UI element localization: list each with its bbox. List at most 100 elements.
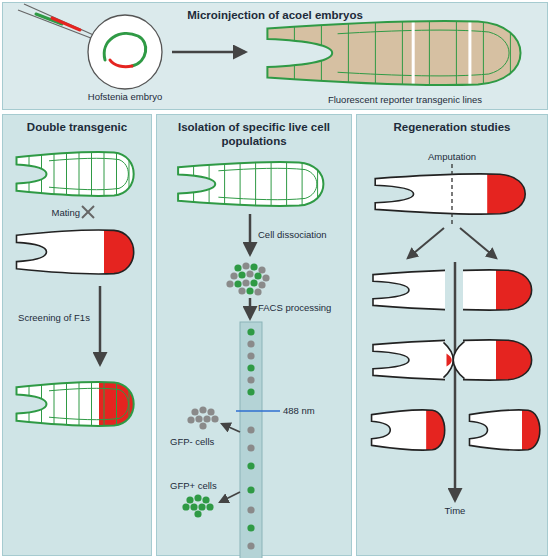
regenerated-worm bbox=[372, 406, 452, 454]
double-worm bbox=[17, 378, 145, 431]
cell bbox=[247, 340, 254, 347]
annotation-label: 488 nm bbox=[283, 405, 343, 416]
annotation-label: Screening of F1s bbox=[18, 312, 90, 323]
transgenic-worm bbox=[267, 15, 520, 92]
cell bbox=[206, 503, 213, 510]
flow-column bbox=[240, 322, 262, 558]
sort-arrow bbox=[222, 424, 240, 432]
cell bbox=[182, 503, 189, 510]
annotation-label: Fluorescent reporter transgenic lines bbox=[285, 94, 525, 105]
annotation-label: Amputation bbox=[400, 151, 504, 162]
embryo-worm-red bbox=[110, 60, 132, 67]
cell bbox=[234, 264, 241, 271]
cell bbox=[191, 408, 198, 415]
cell bbox=[226, 280, 233, 287]
process-arrow bbox=[460, 228, 496, 258]
cell bbox=[247, 388, 254, 395]
panel-title: Double transgenic bbox=[3, 115, 151, 134]
gfp-positive-cells bbox=[182, 494, 213, 517]
cell bbox=[247, 462, 254, 469]
cell bbox=[246, 270, 253, 277]
gfp-negative-cells bbox=[187, 406, 218, 429]
regenerated-worm bbox=[470, 406, 547, 454]
wound-cap bbox=[453, 341, 464, 378]
embryo bbox=[88, 15, 162, 89]
needle-wall bbox=[24, 4, 98, 37]
red-worm bbox=[375, 170, 538, 218]
cross-stroke bbox=[82, 206, 94, 218]
cell bbox=[254, 272, 261, 279]
needle-wall bbox=[18, 10, 96, 40]
cell bbox=[242, 262, 249, 269]
process-arrow bbox=[249, 298, 252, 318]
cell bbox=[262, 274, 269, 281]
laser-beam bbox=[236, 410, 280, 412]
cell bbox=[254, 288, 261, 295]
cell bbox=[247, 524, 254, 531]
cell bbox=[247, 486, 254, 493]
cross-symbol bbox=[82, 206, 94, 218]
annotation-label: GFP- cells bbox=[170, 436, 240, 447]
cell bbox=[203, 415, 210, 422]
cell bbox=[247, 328, 254, 335]
regenerating-tissue bbox=[447, 353, 452, 366]
cut-line bbox=[451, 164, 452, 226]
cell bbox=[230, 272, 237, 279]
cell-cluster bbox=[226, 262, 269, 295]
process-arrow bbox=[99, 286, 102, 364]
process-arrow bbox=[408, 228, 444, 258]
cell bbox=[250, 279, 257, 286]
posterior-fragment bbox=[391, 336, 544, 384]
panel-title: Microinjection of acoel embryos bbox=[3, 3, 547, 22]
cell bbox=[247, 426, 254, 433]
cell bbox=[247, 444, 254, 451]
cell bbox=[247, 542, 254, 549]
cell bbox=[202, 496, 209, 503]
cell bbox=[207, 408, 214, 415]
annotation-label: FACS processing bbox=[258, 302, 348, 313]
cell bbox=[199, 406, 206, 413]
annotation-label: GFP+ cells bbox=[170, 480, 240, 491]
cell bbox=[187, 416, 194, 423]
cell bbox=[211, 415, 218, 422]
green-worm bbox=[178, 158, 323, 211]
injection-needle bbox=[18, 4, 98, 40]
cell bbox=[198, 503, 205, 510]
cell bbox=[258, 281, 265, 288]
sort-arrow bbox=[220, 492, 240, 502]
cell bbox=[258, 266, 265, 273]
cell bbox=[238, 287, 245, 294]
cell bbox=[195, 415, 202, 422]
posterior-fragment bbox=[391, 266, 544, 314]
cell bbox=[234, 280, 241, 287]
process-arrow bbox=[172, 51, 245, 54]
cell bbox=[199, 422, 206, 429]
cell bbox=[247, 364, 254, 371]
cell bbox=[194, 510, 201, 517]
annotation-label: Time bbox=[430, 505, 480, 516]
panel-title: Isolation of specific live cell populati… bbox=[157, 115, 351, 148]
process-arrow bbox=[249, 214, 252, 254]
panel-title: Regeneration studies bbox=[357, 115, 547, 134]
annotation-label: Hofstenia embryo bbox=[62, 91, 188, 102]
cell bbox=[194, 494, 201, 501]
wound-cap bbox=[444, 342, 454, 377]
cell bbox=[247, 352, 254, 359]
cross-stroke bbox=[82, 206, 94, 218]
column-cells bbox=[247, 328, 254, 549]
cell bbox=[190, 503, 197, 510]
cell bbox=[246, 287, 253, 294]
cell bbox=[242, 279, 249, 286]
cell bbox=[247, 376, 254, 383]
time-arrow bbox=[454, 262, 457, 500]
cell bbox=[247, 506, 254, 513]
annotation-label: Cell dissociation bbox=[258, 229, 348, 240]
plasmid-red bbox=[52, 18, 80, 30]
cell bbox=[238, 271, 245, 278]
annotation-label: Mating bbox=[30, 207, 80, 218]
green-worm bbox=[17, 148, 134, 201]
cell bbox=[250, 263, 257, 270]
